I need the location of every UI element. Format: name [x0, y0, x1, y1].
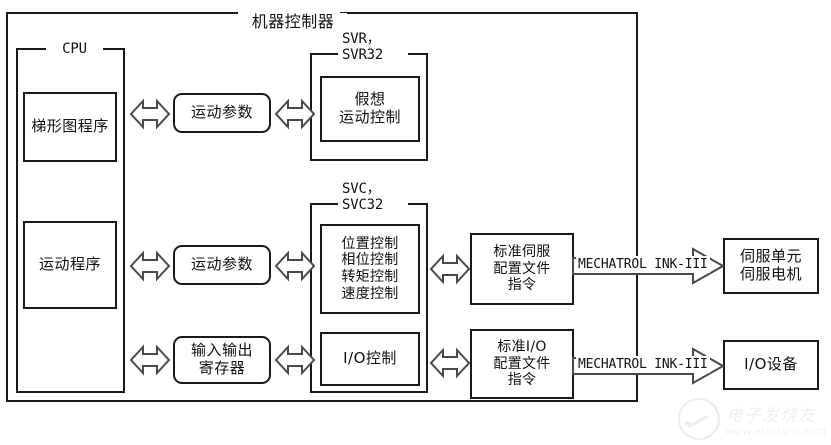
outer-frame-top-right	[340, 12, 638, 14]
outer-frame-bottom	[6, 400, 638, 402]
arrow-param-to-svr	[274, 98, 316, 130]
block-io-register: 输入输出 寄存器	[173, 336, 271, 384]
outer-frame-right	[636, 12, 638, 402]
watermark: 电子发烧友 www.elecfans.com	[678, 398, 827, 440]
block-ladder-program: 梯形图程序	[23, 92, 117, 162]
svr-frame-right	[426, 53, 428, 161]
arrow-svc-to-servo-profile	[429, 253, 471, 285]
svr-frame-top-right	[400, 53, 428, 55]
block-io-control: I/O控制	[320, 332, 420, 386]
block-svc-controls: 位置控制 相位控制 转矩控制 速度控制	[320, 224, 420, 314]
arrow-ladder-to-param	[129, 98, 171, 130]
block-io-device: I/O设备	[723, 340, 819, 390]
block-io-device-label: I/O设备	[744, 355, 798, 374]
watermark-cn-text: 电子发烧友	[726, 405, 816, 426]
arrow-io-register-to-io-control	[274, 344, 316, 376]
block-motion-program: 运动程序	[23, 221, 117, 309]
block-virtual-motion-control: 假想 运动控制	[320, 76, 420, 142]
outer-frame-left	[6, 12, 8, 402]
svc-group-label-line2: SVC32	[338, 197, 408, 214]
outer-frame-top-left	[6, 12, 238, 14]
block-io-control-label: I/O控制	[343, 349, 397, 368]
arrow-param-to-svc	[274, 250, 316, 282]
block-standard-servo-profile: 标准伺服 配置文件 指令	[470, 233, 574, 305]
block-svc-controls-label: 位置控制 相位控制 转矩控制 速度控制	[341, 235, 399, 302]
svr-frame-bottom	[310, 159, 428, 161]
block-motion-program-label: 运动程序	[38, 255, 101, 274]
svr-frame-left	[310, 53, 312, 161]
block-virtual-motion-control-label: 假想 运动控制	[338, 90, 401, 126]
svc-group-label-line1: SVC，	[338, 181, 408, 198]
cpu-frame-left	[16, 48, 18, 393]
svc-frame-top-left	[310, 203, 338, 205]
svc-frame-left	[310, 203, 312, 393]
svr-group-label-line1: SVR，	[338, 31, 408, 48]
cpu-frame-top-left	[16, 48, 46, 50]
watermark-logo-icon	[678, 398, 720, 440]
svc-frame-top-right	[400, 203, 428, 205]
arrow-io-control-to-io-profile	[429, 347, 471, 379]
block-standard-servo-profile-label: 标准伺服 配置文件 指令	[493, 244, 551, 294]
svc-frame-bottom	[310, 391, 428, 393]
svr-group-label-line2: SVR32	[338, 47, 408, 64]
cpu-group-label: CPU	[46, 41, 103, 58]
block-motion-param-1-label: 运动参数	[190, 103, 253, 122]
block-motion-param-2-label: 运动参数	[190, 255, 253, 274]
diagram-title: 机器控制器	[239, 12, 347, 32]
block-standard-io-profile: 标准I/O 配置文件 指令	[470, 329, 574, 399]
block-io-register-label: 输入输出 寄存器	[190, 341, 253, 377]
block-ladder-program-label: 梯形图程序	[31, 117, 109, 136]
watermark-url-text: www.elecfans.com	[726, 425, 827, 438]
block-motion-param-1: 运动参数	[173, 93, 271, 133]
block-standard-io-profile-label: 标准I/O 配置文件 指令	[493, 339, 551, 389]
cpu-frame-top-right	[95, 48, 125, 50]
cpu-frame-bottom	[16, 391, 125, 393]
svc-frame-right	[426, 203, 428, 393]
arrow-cpu-to-io-register	[129, 344, 171, 376]
svr-frame-top-left	[310, 53, 338, 55]
block-servo-unit-motor-label: 伺服单元 伺服电机	[739, 247, 802, 283]
cpu-frame-right	[123, 48, 125, 393]
arrow-motion-program-to-param	[129, 250, 171, 282]
block-servo-unit-motor: 伺服单元 伺服电机	[723, 238, 819, 294]
link-label-mechatrolink-io: MECHATROL INK-III	[576, 356, 710, 373]
block-motion-param-2: 运动参数	[173, 245, 271, 285]
link-label-mechatrolink-servo: MECHATROL INK-III	[576, 256, 710, 273]
